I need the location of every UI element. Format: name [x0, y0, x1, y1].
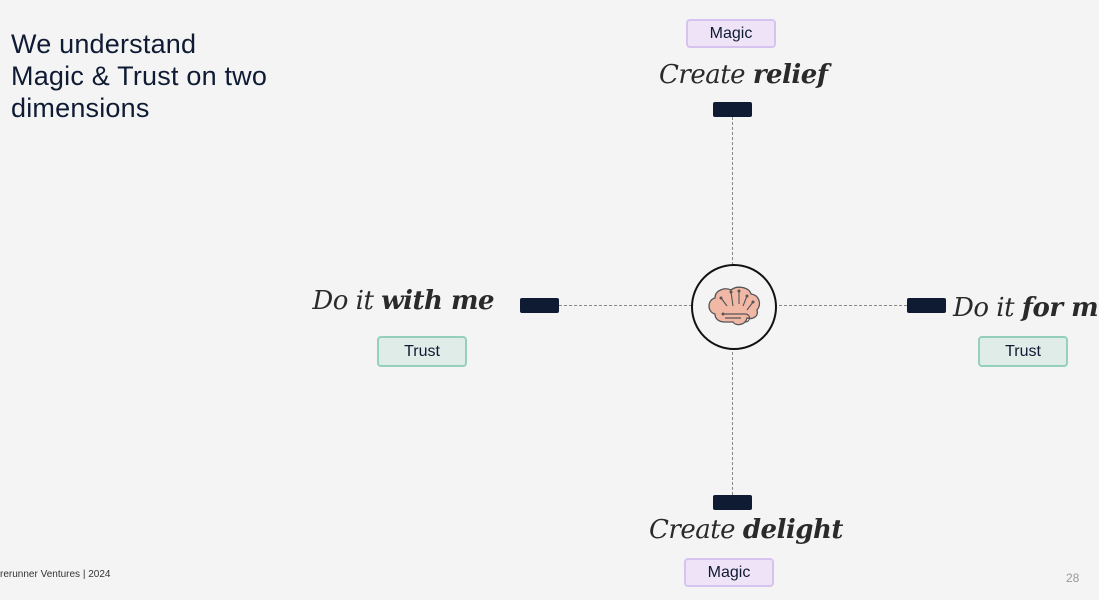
trust-tag-left: Trust	[377, 336, 467, 367]
footer-text: rerunner Ventures | 2024	[0, 569, 111, 580]
phrase-plain: Do it	[312, 286, 374, 316]
slide-title: We understand Magic & Trust on two dimen…	[11, 29, 268, 123]
left-axis-marker	[520, 298, 559, 313]
trust-tag-right: Trust	[978, 336, 1068, 367]
phrase-do-it-for-me: Do it for me	[953, 293, 1099, 323]
magic-tag-top: Magic	[686, 19, 776, 48]
center-circle	[691, 264, 777, 350]
magic-tag-bottom: Magic	[684, 558, 774, 587]
phrase-do-it-with-me: Do it with me	[312, 286, 494, 316]
top-axis-marker	[713, 102, 752, 117]
right-axis-marker	[907, 298, 946, 313]
phrase-bold: relief	[752, 60, 828, 90]
phrase-bold: delight	[742, 515, 844, 545]
phrase-bold: for me	[1021, 293, 1099, 323]
phrase-plain: Do it	[953, 293, 1015, 323]
page-number: 28	[1066, 571, 1080, 585]
phrase-create-relief: Create relief	[659, 60, 828, 90]
phrase-plain: Create	[659, 60, 746, 90]
bottom-axis-marker	[713, 495, 752, 510]
phrase-create-delight: Create delight	[649, 515, 843, 545]
phrase-plain: Create	[649, 515, 736, 545]
phrase-bold: with me	[381, 286, 494, 316]
brain-icon	[708, 286, 761, 326]
